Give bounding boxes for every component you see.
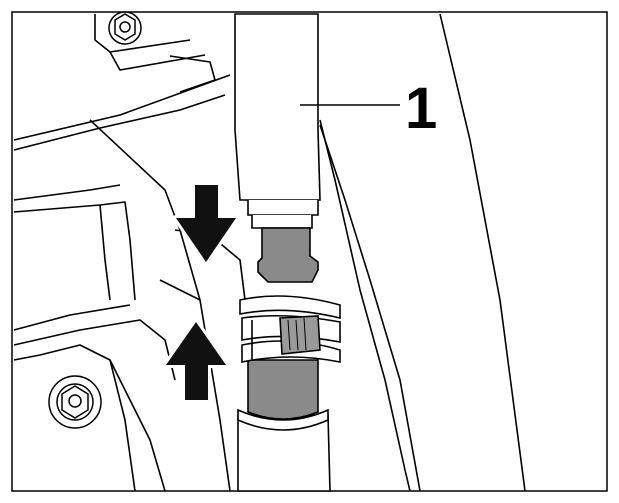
bolt-top — [108, 11, 142, 45]
upper-nozzle — [257, 227, 319, 283]
arrow-up — [163, 319, 229, 403]
lower-connector — [237, 295, 341, 492]
upper-pipe — [234, 13, 321, 283]
callout-label-1: 1 — [405, 76, 437, 141]
clip-tab — [279, 315, 321, 355]
arrow-down — [173, 182, 239, 265]
bolt-bottom — [48, 375, 102, 429]
